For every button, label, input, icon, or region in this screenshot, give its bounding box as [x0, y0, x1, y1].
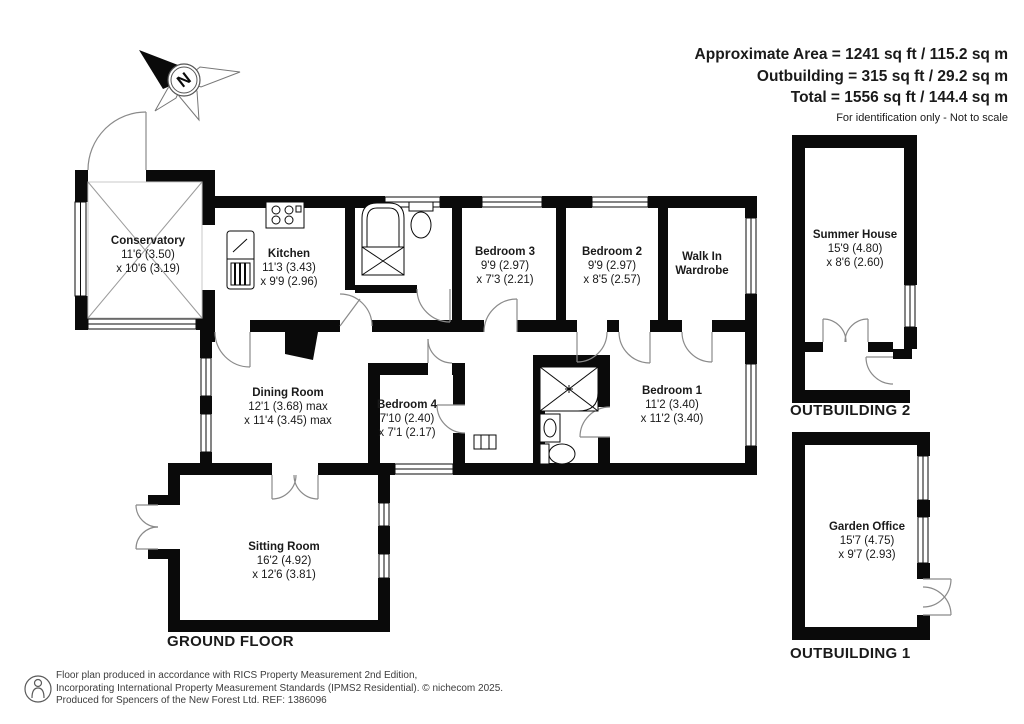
room-label-walk-in-wardrobe: Walk In Wardrobe: [675, 251, 729, 277]
kitchen-hob: [265, 201, 305, 229]
garden-office-walls: [792, 432, 930, 640]
footer-disclaimer: Floor plan produced in accordance with R…: [56, 670, 503, 708]
kitchen-sink: [226, 230, 255, 290]
nichecom-logo-icon: [24, 675, 52, 703]
outbuilding-area-line: Outbuilding = 315 sq ft / 29.2 sq m: [756, 67, 1008, 85]
ensuite-basin: [539, 413, 561, 443]
toilet-ensuite: [539, 443, 576, 465]
room-label-dining-room: Dining Room 12'1 (3.68) max x 11'4 (3.45…: [244, 387, 332, 427]
room-label-kitchen: Kitchen 11'3 (3.43) x 9'9 (2.96): [260, 248, 318, 288]
room-label-bedroom1: Bedroom 1 11'2 (3.40) x 11'2 (3.40): [640, 385, 704, 425]
bath: [361, 202, 405, 276]
identification-note: For identification only - Not to scale: [836, 111, 1008, 124]
room-label-conservatory: Conservatory 11'6 (3.50) x 10'6 (3.19): [110, 235, 186, 275]
room-label-garden-office: Garden Office 15'7 (4.75) x 9'7 (2.93): [828, 521, 906, 561]
ground-floor-label: GROUND FLOOR: [167, 633, 294, 650]
footer-line2: Incorporating International Property Mea…: [56, 682, 504, 694]
room-label-summer-house: Summer House 15'9 (4.80) x 8'6 (2.60): [812, 229, 898, 269]
door-arcs: [87, 111, 952, 616]
fixtures: [226, 201, 599, 465]
outbuilding2-label: OUTBUILDING 2: [790, 402, 911, 419]
windows: [74, 196, 929, 579]
footer-line1: Floor plan produced in accordance with R…: [56, 670, 418, 681]
approximate-area-line: Approximate Area = 1241 sq ft / 115.2 sq…: [694, 46, 1008, 63]
room-label-bedroom4: Bedroom 4 7'10 (2.40) x 7'1 (2.17): [376, 399, 438, 439]
area-summary: Approximate Area = 1241 sq ft / 115.2 sq…: [695, 44, 1008, 124]
room-label-sitting-room: Sitting Room 16'2 (4.92) x 12'6 (3.81): [248, 541, 320, 581]
ensuite-shower: [539, 366, 599, 412]
room-label-bedroom3: Bedroom 3 9'9 (2.97) x 7'3 (2.21): [474, 246, 536, 286]
room-label-bedroom2: Bedroom 2 9'9 (2.97) x 8'5 (2.57): [581, 246, 643, 286]
toilet-bathroom: [408, 201, 434, 239]
compass-icon: N: [139, 50, 241, 122]
footer-line3: Produced for Spencers of the New Forest …: [56, 695, 327, 706]
summer-house-walls: [792, 135, 917, 403]
total-area-line: Total = 1556 sq ft / 144.4 sq m: [790, 89, 1008, 106]
outbuilding1-label: OUTBUILDING 1: [790, 645, 911, 662]
conservatory-roof-lines: [87, 181, 203, 319]
